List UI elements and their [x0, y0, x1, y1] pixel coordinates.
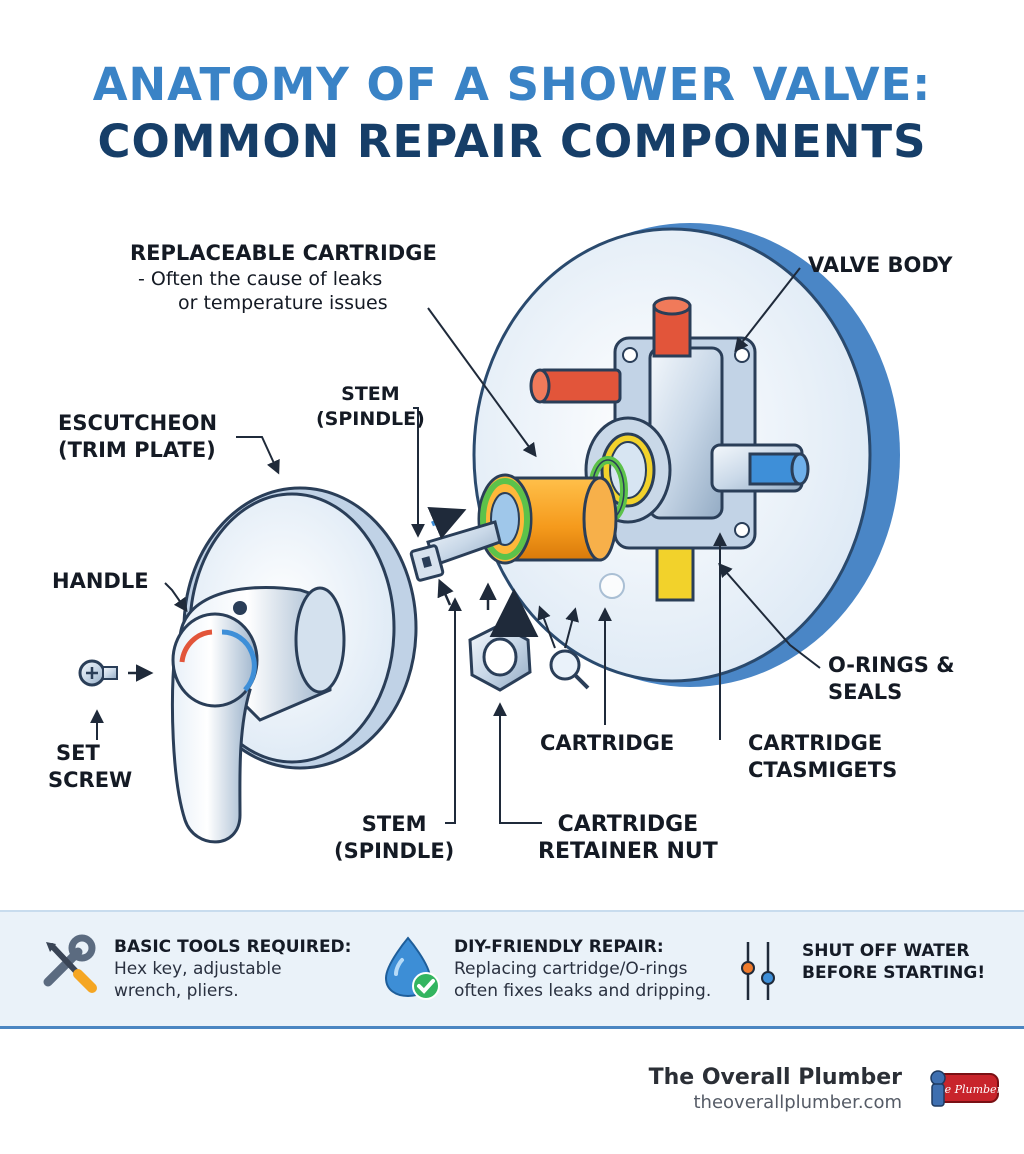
title-line-1: ANATOMY OF A SHOWER VALVE: [92, 58, 932, 111]
water-drop-check-icon [384, 936, 440, 1000]
label-replaceable-cartridge: REPLACEABLE CARTRIDGE - Often the cause … [130, 241, 437, 314]
label-o-rings: O-RINGS &SEALS [828, 653, 955, 704]
tip-diy-line-1: Replacing cartridge/O-rings [454, 959, 688, 979]
label-valve-body: VALVE BODY [808, 253, 953, 277]
tip-diy-line-2: often fixes leaks and dripping. [454, 981, 712, 1001]
seal-detail [549, 573, 625, 690]
brand-name: The Overall Plumber [648, 1065, 902, 1090]
title-line-2: COMMON REPAIR COMPONENTS [97, 115, 927, 168]
cartridge-part [477, 473, 618, 565]
stem-part [409, 520, 502, 582]
tip-tools-heading: BASIC TOOLS REQUIRED: [114, 937, 352, 957]
brand-url: theoverallplumber.com [693, 1092, 903, 1113]
brand-block: The Overall Plumber theoverallplumber.co… [649, 1064, 902, 1114]
plumber-logo: The Plumber [930, 1070, 1000, 1107]
tip-diy-heading: DIY-FRIENDLY REPAIR: [454, 937, 664, 957]
tips-banner: BASIC TOOLS REQUIRED: Hex key, adjustabl… [0, 910, 1024, 1029]
valve-body-part [529, 296, 810, 602]
label-handle: HANDLE [52, 569, 149, 593]
tip-tools-line-1: Hex key, adjustable [114, 959, 282, 979]
label-escutcheon: ESCUTCHEON(TRIM PLATE) [58, 411, 218, 462]
assembly-arrows [128, 506, 539, 682]
retainer-nut-part [468, 623, 532, 692]
set-screw-part [78, 659, 118, 687]
shower-valve-illustration [78, 223, 900, 844]
tip-tools-line-2: wrench, pliers. [114, 981, 239, 1001]
handle-part [171, 585, 346, 844]
label-stem-top: STEM(SPINDLE) [316, 383, 425, 430]
tools-icon [43, 934, 97, 993]
logo-text: The Plumber [930, 1083, 1000, 1096]
label-stem-bottom: STEM(SPINDLE) [334, 812, 455, 863]
label-cartridge: CARTRIDGE [540, 731, 675, 755]
label-replaceable-cartridge-note-1: - Often the cause of leaks [138, 268, 383, 290]
tip-shutoff-line-2: BEFORE STARTING! [802, 963, 986, 983]
leader-lines [90, 267, 821, 824]
tip-shutoff-line-1: SHUT OFF WATER [802, 941, 970, 961]
label-replaceable-cartridge-note-2: or temperature issues [178, 292, 388, 314]
shutoff-valve-icon [741, 942, 775, 1000]
